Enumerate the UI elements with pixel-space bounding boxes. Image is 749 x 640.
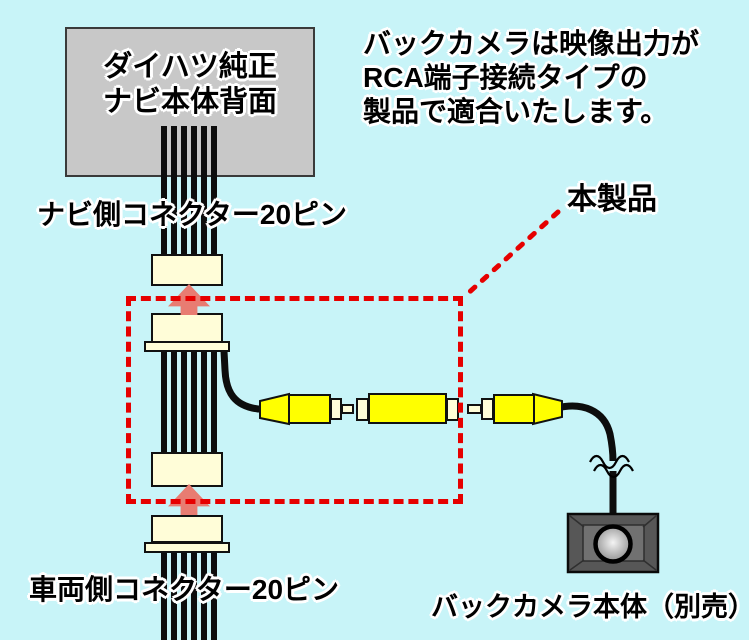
label-navi-side-connector: ナビ側コネクター20ピン [37, 199, 348, 230]
note-line-1: バックカメラは映像出力が [363, 28, 700, 59]
cable-break-squiggle-lower [593, 463, 634, 479]
vehicle-side-connector-flange [144, 542, 230, 553]
label-this-product: 本製品 [567, 183, 657, 216]
cable-bundle-middle [161, 351, 217, 453]
camera-bevel-bl [569, 559, 585, 571]
product-outline-box [126, 296, 463, 504]
product-leader-dotted-line [462, 209, 561, 299]
label-vehicle-side-connector: 車両側コネクター20ピン [29, 574, 340, 605]
compatibility-note: バックカメラは映像出力が RCA端子接続タイプの 製品で適合いたします。 [363, 27, 699, 129]
camera-bevel-tl [569, 515, 585, 528]
back-camera [566, 512, 660, 574]
rca-left-plug-pin [341, 404, 354, 414]
camera-bevel-br [642, 559, 657, 571]
navi-unit-title-line2: ナビ本体背面 [102, 86, 277, 118]
vehicle-side-connector-plug [151, 515, 223, 543]
camera-housing [566, 512, 660, 574]
cable-bundle-bottom [161, 551, 217, 640]
note-line-3: 製品で適合いたします。 [363, 96, 669, 127]
rca-right-plug-boot [532, 392, 563, 426]
note-line-2: RCA端子接続タイプの [363, 62, 648, 93]
cable-bundle-top [161, 126, 217, 256]
camera-lens-icon [593, 524, 633, 564]
product-lower-connector [151, 452, 223, 487]
cable-break-squiggle-upper [589, 454, 630, 470]
camera-cable-upper [556, 402, 617, 462]
rca-right-plug-body [493, 394, 535, 424]
camera-faceplate [582, 524, 645, 562]
product-upper-connector-flange [144, 341, 230, 352]
navi-unit-title-line1: ダイハツ純正 [103, 51, 277, 83]
camera-bevel-tr [642, 515, 657, 528]
navi-side-connector-plug [151, 254, 223, 286]
label-back-camera: バックカメラ本体（別売） [431, 592, 749, 622]
rca-right-plug-pin [467, 404, 482, 414]
